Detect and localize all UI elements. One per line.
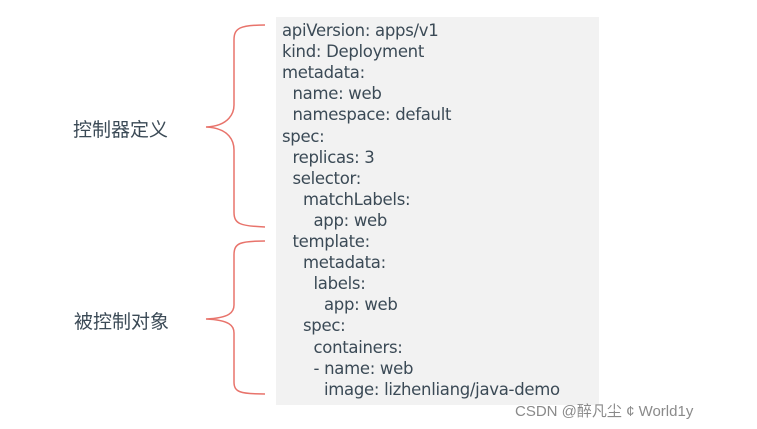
code-line: replicas: 3 — [292, 147, 375, 167]
code-line: image: lizhenliang/java-demo — [324, 379, 560, 399]
code-line: matchLabels: — [303, 189, 411, 209]
code-line: app: web — [313, 210, 388, 230]
code-line: namespace: default — [292, 105, 452, 125]
code-line: name: web — [292, 84, 382, 104]
label-controller-definition: 控制器定义 — [73, 119, 169, 141]
code-line: containers: — [313, 337, 403, 357]
code-line: spec: — [303, 316, 346, 336]
code-line: selector: — [292, 168, 362, 188]
brace-controlled-object — [205, 240, 266, 395]
code-line: labels: — [313, 274, 366, 294]
code-line: metadata: — [282, 63, 365, 83]
code-line: spec: — [282, 126, 325, 146]
label-controlled-object: 被控制对象 — [74, 311, 170, 333]
brace-controller-definition — [205, 24, 266, 228]
code-line: apiVersion: apps/v1 — [282, 21, 439, 40]
code-line: app: web — [324, 295, 398, 315]
code-line: metadata: — [303, 253, 386, 273]
code-line: - name: web — [313, 358, 414, 378]
watermark: CSDN @醉凡尘 ¢ World1y — [515, 403, 694, 420]
code-line: kind: Deployment — [282, 42, 425, 62]
code-line: template: — [292, 232, 371, 251]
